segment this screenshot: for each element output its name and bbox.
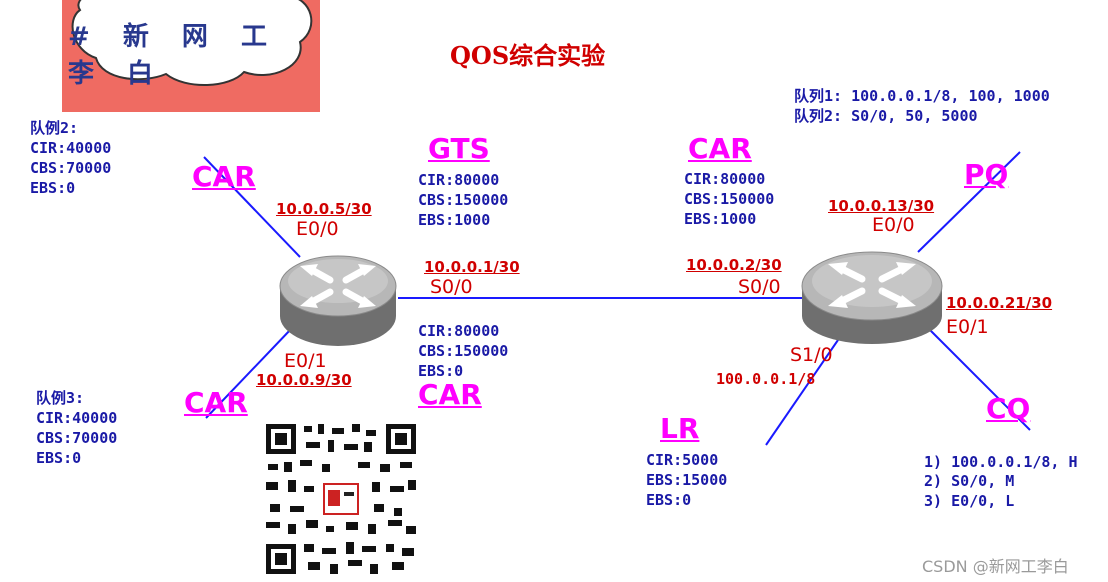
left-top-ebs: EBS:0 <box>30 179 76 197</box>
right-e00-label: E0/0 <box>872 214 915 236</box>
cq-line-2: 2) S0/0, M <box>924 472 1015 490</box>
lr-cir: CIR:5000 <box>646 451 719 469</box>
watermark: CSDN @新网工李白 <box>922 557 1069 576</box>
lr-label: LR <box>660 412 700 445</box>
right-s00-ip: 10.0.0.2/30 <box>686 256 782 274</box>
queue-line-1: 队列1: 100.0.0.1/8, 100, 1000 <box>794 87 1050 105</box>
left-bottom-queue-title: 队例3: <box>36 389 85 407</box>
left-e01-ip: 10.0.0.9/30 <box>256 371 352 389</box>
left-e00-ip: 10.0.0.5/30 <box>276 200 372 218</box>
left-s00-ip: 10.0.0.1/30 <box>424 258 520 276</box>
left-bottom-cbs: CBS:70000 <box>36 429 118 447</box>
cloud-shape-icon <box>71 0 313 86</box>
qr-code-icon <box>262 420 420 578</box>
gts-ebs: EBS:1000 <box>418 211 491 229</box>
left-e00-label: E0/0 <box>296 218 339 240</box>
lr-ebs-2: EBS:0 <box>646 491 692 509</box>
right-e00-ip: 10.0.0.13/30 <box>828 197 935 215</box>
gts-cbs: CBS:150000 <box>418 191 509 209</box>
link-right-e01 <box>929 329 1031 431</box>
car-right-cir: CIR:80000 <box>684 170 766 188</box>
car-right-cbs: CBS:150000 <box>684 190 775 208</box>
queue-line-2: 队列2: S0/0, 50, 5000 <box>794 107 978 125</box>
left-top-cir: CIR:40000 <box>30 139 112 157</box>
gts-cir: CIR:80000 <box>418 171 500 189</box>
left-e01-label: E0/1 <box>284 350 327 372</box>
left-bottom-car-label: CAR <box>184 386 248 419</box>
badge-text: # 新 网 工 李 白 <box>68 22 279 89</box>
pq-label: PQ <box>964 158 1009 191</box>
left-top-car-label: CAR <box>192 160 256 193</box>
link-left-e01 <box>205 327 293 419</box>
lr-ebs-1: EBS:15000 <box>646 471 728 489</box>
right-s10-label: S1/0 <box>790 344 833 366</box>
cq-line-3: 3) E0/0, L <box>924 492 1015 510</box>
diagram-title: QOS综合实验 <box>450 41 606 70</box>
left-router-icon[interactable] <box>279 255 397 346</box>
link-right-s10 <box>765 339 839 446</box>
left-bottom-cir: CIR:40000 <box>36 409 118 427</box>
car-lower-cbs: CBS:150000 <box>418 342 509 360</box>
right-s10-ip: 100.0.0.1/8 <box>716 370 816 388</box>
left-top-queue-title: 队例2: <box>30 119 79 137</box>
right-router-icon[interactable] <box>801 251 943 344</box>
cq-label: CQ <box>986 392 1031 425</box>
left-bottom-ebs: EBS:0 <box>36 449 82 467</box>
right-e01-ip: 10.0.0.21/30 <box>946 294 1053 312</box>
car-right-ebs: EBS:1000 <box>684 210 757 228</box>
left-top-cbs: CBS:70000 <box>30 159 112 177</box>
car-lower-cir: CIR:80000 <box>418 322 500 340</box>
link-left-e00 <box>203 156 301 258</box>
car-lower-ebs: EBS:0 <box>418 362 464 380</box>
link-right-e00 <box>917 151 1021 253</box>
car-lower-label: CAR <box>418 378 482 411</box>
right-s00-label: S0/0 <box>738 276 781 298</box>
car-right-label: CAR <box>688 132 752 165</box>
gts-label: GTS <box>428 132 490 165</box>
right-e01-label: E0/1 <box>946 316 989 338</box>
cq-line-1: 1) 100.0.0.1/8, H <box>924 453 1078 471</box>
left-s00-label: S0/0 <box>430 276 473 298</box>
author-badge: # 新 网 工 李 白 <box>62 0 320 112</box>
